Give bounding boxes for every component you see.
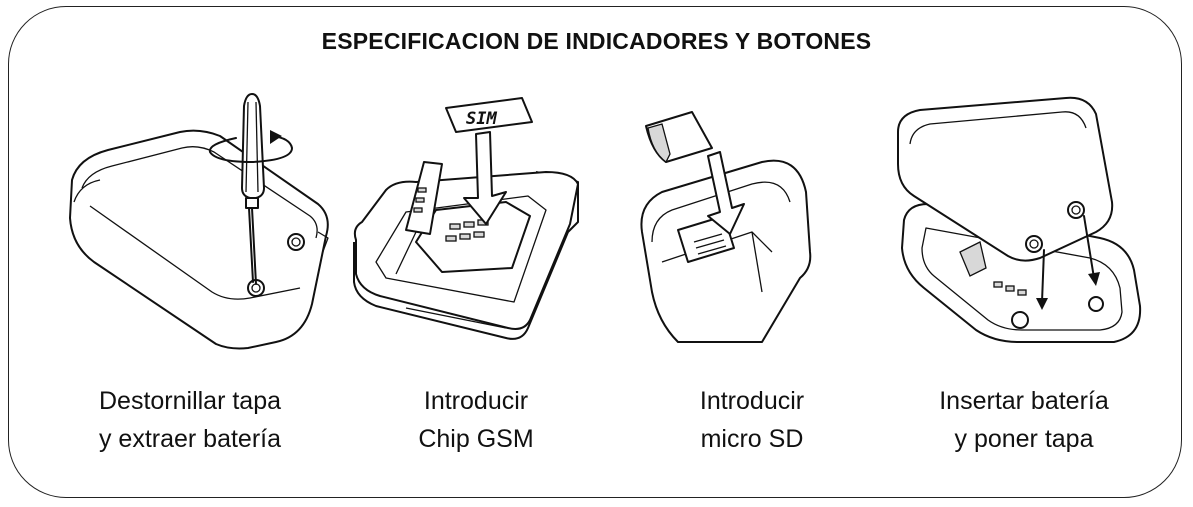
sim-label: SIM: [466, 109, 497, 129]
step-1-caption-line-2: y extraer batería: [98, 425, 282, 453]
step-4-caption-line-2: y poner tapa: [954, 425, 1094, 453]
micro-sd-icon: [640, 111, 812, 343]
screwdriver-icon: [69, 93, 329, 350]
step-2-caption-line-2: Chip GSM: [418, 425, 534, 453]
page-title: ESPECIFICACION DE INDICADORES Y BOTONES: [321, 28, 872, 54]
step-2-caption-line-1: Introducir: [423, 387, 529, 415]
instruction-panel: [8, 6, 1182, 498]
step-3-caption-line-2: micro SD: [700, 425, 804, 453]
step-4-caption-line-1: Insertar batería: [939, 387, 1109, 415]
sim-card-icon: SIM: [353, 97, 579, 340]
battery-cover-icon: [897, 96, 1142, 343]
step-1-caption-line-1: Destornillar tapa: [98, 387, 282, 415]
step-3-caption-line-1: Introducir: [699, 387, 805, 415]
